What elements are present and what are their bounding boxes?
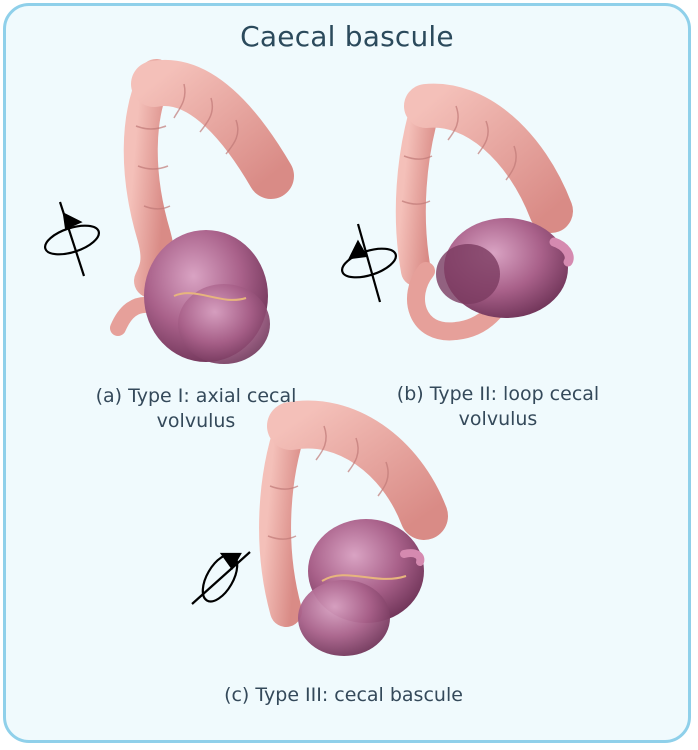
caption-type-iii-line1: (c) Type III: cecal bascule [224, 684, 463, 706]
caption-type-ii-line2: volvulus [458, 408, 538, 430]
panel-b-rotation-axis-icon [341, 223, 397, 303]
panel-a-colon-illustration [110, 59, 294, 364]
caption-type-ii-line1: (b) Type II: loop cecal [396, 383, 600, 405]
panel-b-colon-illustration [395, 83, 574, 341]
caption-type-i: (a) Type I: axial cecal volvulus [66, 384, 326, 434]
caption-type-i-line2: volvulus [156, 410, 236, 432]
diagram-card: Caecal bascule [3, 3, 691, 743]
panel-c-rotation-axis-icon [191, 551, 251, 605]
caption-type-iii: (c) Type III: cecal bascule [176, 683, 511, 708]
panel-a-rotation-axis-icon [44, 201, 100, 277]
illustrations [44, 59, 574, 656]
panel-c-colon-illustration [259, 400, 448, 656]
diagram-title: Caecal bascule [240, 20, 454, 53]
caption-type-i-line1: (a) Type I: axial cecal [95, 385, 297, 407]
caption-type-ii: (b) Type II: loop cecal volvulus [368, 382, 628, 432]
